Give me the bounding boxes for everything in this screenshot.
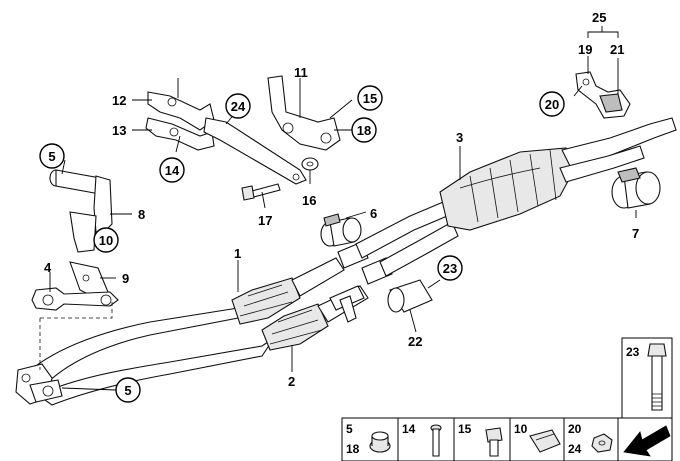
screw-icon <box>430 424 442 457</box>
callout-1: 1 <box>234 246 241 261</box>
dashed-guide <box>39 302 113 370</box>
callout-labels: 1 2 3 4 6 7 8 9 11 12 13 16 17 19 21 22 … <box>44 10 639 389</box>
front-pipe-assembly <box>15 299 275 406</box>
bracket-part-12-13 <box>145 91 215 151</box>
legend-cell2-top: 14 <box>402 422 416 436</box>
legend-cell1-top: 5 <box>346 422 353 436</box>
callout-7: 7 <box>632 226 639 241</box>
bolt-icon <box>647 343 667 411</box>
legend-cell3-top: 15 <box>458 422 472 436</box>
washer-part-16 <box>301 157 319 171</box>
callout-20: 20 <box>545 97 559 112</box>
callout-19: 19 <box>578 42 592 57</box>
legend-cell5-bottom: 24 <box>568 442 582 456</box>
callout-6: 6 <box>370 206 377 221</box>
hex-bolt-icon <box>485 427 503 457</box>
bolt-part-17 <box>241 183 281 201</box>
hanger-bracket <box>329 285 365 323</box>
callout-14: 14 <box>165 163 180 178</box>
callout-15: 15 <box>363 91 377 106</box>
legend-cell5-top: 20 <box>568 422 582 436</box>
callout-23: 23 <box>443 261 457 276</box>
hanger-part-19-21 <box>575 71 631 119</box>
gasket-part-4 <box>31 287 119 311</box>
callout-17: 17 <box>258 213 272 228</box>
callout-2: 2 <box>288 374 295 389</box>
callout-13: 13 <box>112 123 126 138</box>
callout-10: 10 <box>99 233 113 248</box>
callout-8: 8 <box>138 207 145 222</box>
bracket-part-11 <box>267 75 341 151</box>
callout-3: 3 <box>456 130 463 145</box>
callout-18: 18 <box>357 123 371 138</box>
callout-5-top: 5 <box>48 149 55 164</box>
direction-arrow-icon <box>623 425 671 457</box>
legend-cell1-bottom: 18 <box>346 442 360 456</box>
callout-5-bottom: 5 <box>124 383 131 398</box>
bracket-part-8 <box>49 169 113 253</box>
circled-callouts: 5 10 5 14 24 15 18 20 23 <box>39 85 565 403</box>
hardware-legend: 23 5 18 14 15 10 <box>341 337 673 461</box>
bracket-part-24 <box>203 117 307 185</box>
legend-bolt-label: 23 <box>626 345 640 359</box>
clamp-part-6 <box>320 213 362 247</box>
center-muffler-assembly <box>355 117 677 277</box>
callout-22: 22 <box>408 334 422 349</box>
callout-16: 16 <box>302 193 316 208</box>
callout-4: 4 <box>44 260 52 275</box>
callout-12: 12 <box>112 93 126 108</box>
legend-cell4-top: 10 <box>514 422 528 436</box>
callout-11: 11 <box>294 65 308 80</box>
clamp-part-7 <box>611 167 661 209</box>
rubber-grommet-icon <box>369 431 391 453</box>
hex-nut-icon <box>591 433 613 453</box>
callout-24: 24 <box>231 99 246 114</box>
rubber-mount-part-22 <box>387 279 433 313</box>
callout-25: 25 <box>592 10 606 25</box>
clip-nut-icon <box>529 429 561 453</box>
callout-9: 9 <box>122 271 129 286</box>
callout-21: 21 <box>610 42 624 57</box>
